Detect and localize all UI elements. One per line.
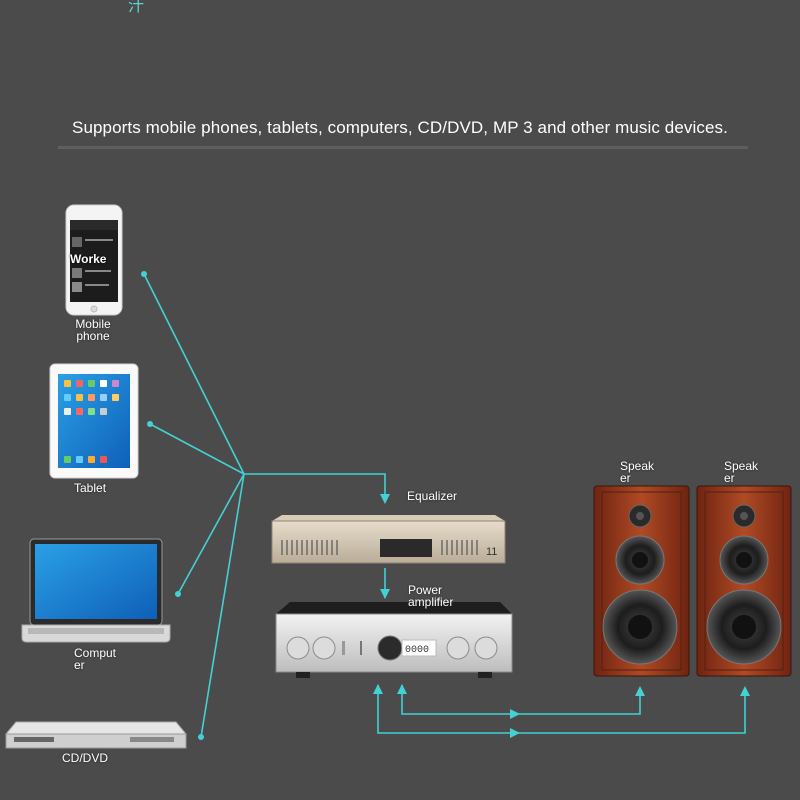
speaker-left-label-line1: Speak [620, 459, 655, 473]
speaker-left-label: Speak er [620, 460, 654, 484]
tablet-image [49, 363, 139, 479]
laptop-image [21, 538, 171, 643]
connector-lines [143, 273, 746, 738]
mobile-phone-label: Mobile phone [66, 318, 120, 342]
computer-label: Comput er [74, 647, 116, 671]
mobile-phone-label-line2: phone [76, 329, 110, 343]
power-amplifier-image [275, 602, 513, 678]
amplifier-display-text: 0000 [405, 645, 429, 656]
phone-screen-text: Worke [70, 252, 107, 266]
mobile-phone-image [65, 204, 123, 316]
speaker-right-image [696, 485, 792, 677]
headline-ghost [58, 146, 748, 149]
connector-dots [141, 271, 204, 740]
equalizer-image [271, 515, 506, 564]
speaker-right-label: Speak er [724, 460, 758, 484]
headline: Supports mobile phones, tablets, compute… [72, 118, 728, 137]
speaker-right-label-line2: er [724, 471, 735, 485]
power-amplifier-label-line2: amplifier [408, 595, 454, 609]
speaker-left-image [593, 485, 690, 677]
speaker-right-label-line1: Speak [724, 459, 759, 473]
top-glyph: 汁 [128, 0, 145, 15]
connector-arrowheads [373, 494, 750, 738]
cd-dvd-label: CD/DVD [62, 751, 109, 765]
equalizer-label: Equalizer [407, 489, 458, 503]
speaker-left-label-line2: er [620, 471, 631, 485]
power-amplifier-label-line1: Power [408, 583, 443, 597]
power-amplifier-label: Power amplifier [408, 584, 453, 608]
computer-label-line2: er [74, 658, 85, 672]
computer-label-line1: Comput [74, 646, 117, 660]
cd-dvd-player-image [4, 721, 188, 749]
tablet-label: Tablet [74, 481, 107, 495]
mobile-phone-label-line1: Mobile [75, 317, 111, 331]
equalizer-panel-text: 11 [486, 546, 497, 558]
